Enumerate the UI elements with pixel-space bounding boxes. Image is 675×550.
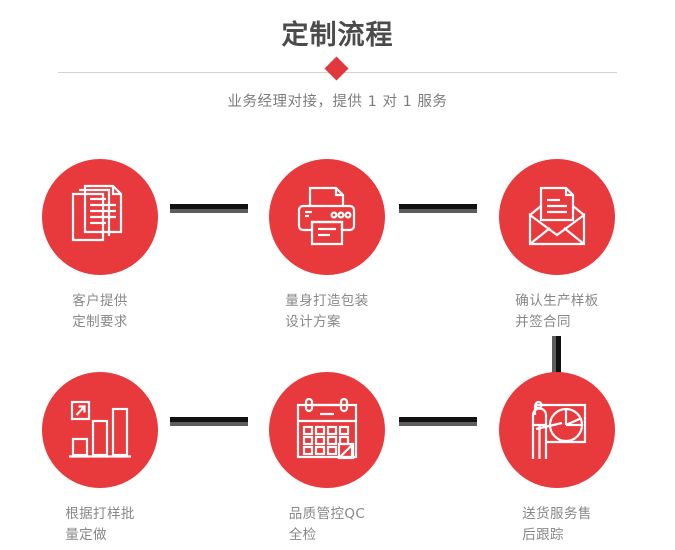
connector-bar	[170, 204, 248, 209]
step-6-label: 送货服务售 后跟踪	[522, 506, 592, 543]
step-3-circle	[499, 159, 615, 275]
step-2-label: 量身打造包装 设计方案	[285, 293, 369, 330]
presenter-pie-chart-icon	[531, 400, 587, 459]
step-3[interactable]: 确认生产样板 并签合同	[477, 159, 637, 333]
step-2[interactable]: 量身打造包装 设计方案	[247, 159, 407, 333]
connector-step3-step6	[552, 336, 561, 373]
connector-step1-step2	[170, 204, 248, 213]
bar-chart-growth-icon	[69, 400, 131, 458]
diamond-icon	[324, 56, 349, 81]
step-6[interactable]: 送货服务售 后跟踪	[477, 372, 637, 546]
step-3-label: 确认生产样板 并签合同	[515, 293, 599, 330]
page-title: 定制流程	[281, 20, 394, 51]
connector-bar	[399, 417, 477, 422]
connector-bar	[170, 417, 248, 422]
step-6-circle	[499, 372, 615, 488]
connector-shadow	[399, 422, 477, 426]
step-5-circle	[269, 372, 385, 488]
step-5-label: 品质管控QC 全检	[288, 506, 366, 543]
connector-step5-step6	[399, 417, 477, 426]
connector-shadow	[170, 209, 248, 213]
connector-shadow	[170, 422, 248, 426]
connector-step4-step5	[170, 417, 248, 426]
connector-shadow	[399, 209, 477, 213]
step-1-label: 客户提供 定制要求	[72, 293, 128, 330]
step-1[interactable]: 客户提供 定制要求	[20, 159, 180, 333]
connector-step2-step3	[399, 204, 477, 213]
step-4-label: 根据打样批 量定做	[65, 506, 135, 543]
step-2-circle	[269, 159, 385, 275]
connector-bar	[556, 336, 561, 373]
open-envelope-letter-icon	[528, 186, 586, 246]
printer-icon	[297, 186, 356, 246]
step-4-circle	[42, 372, 158, 488]
connector-bar	[399, 204, 477, 209]
step-1-circle	[42, 159, 158, 275]
calendar-icon	[296, 397, 358, 460]
documents-stack-icon	[71, 184, 123, 242]
connector-shadow	[552, 336, 556, 373]
step-5[interactable]: 品质管控QC 全检	[247, 372, 407, 546]
step-4[interactable]: 根据打样批 量定做	[20, 372, 180, 546]
page-subtitle: 业务经理对接，提供 1 对 1 服务	[227, 94, 448, 110]
